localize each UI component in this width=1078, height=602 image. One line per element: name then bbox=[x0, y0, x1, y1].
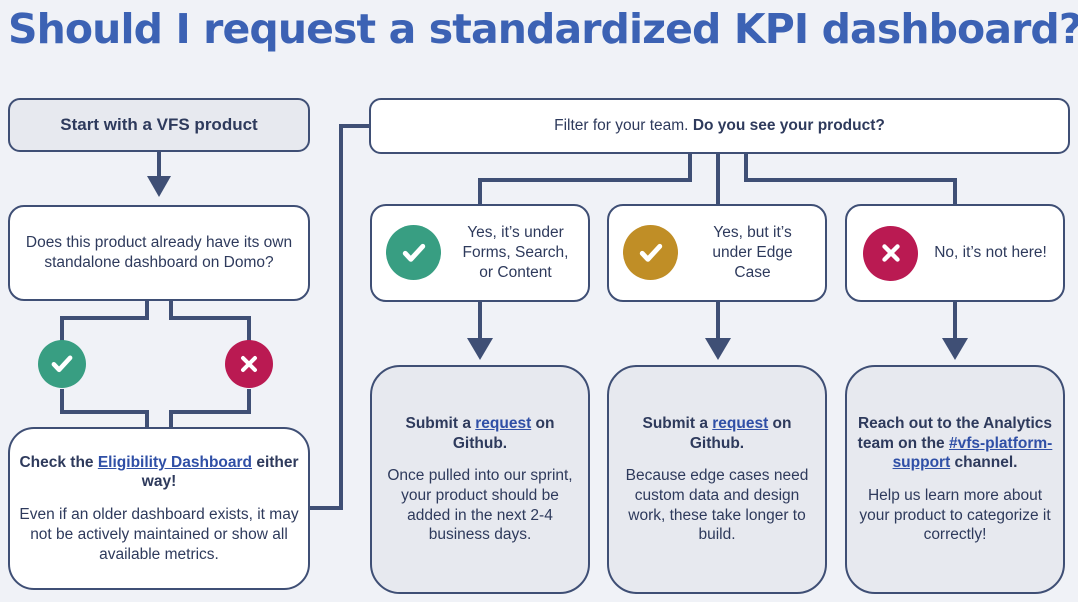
eligibility-dashboard-link[interactable]: Eligibility Dashboard bbox=[97, 453, 253, 471]
node-check-eligibility-dashboard[interactable]: Check the Eligibility Dashboard either w… bbox=[8, 427, 310, 590]
x-circle-icon bbox=[863, 225, 919, 281]
submit-edge-body: Because edge cases need custom data and … bbox=[625, 467, 809, 544]
node-submit-request-edge-case[interactable]: Submit a request on Github. Because edge… bbox=[607, 365, 827, 594]
submit-edge-heading-prefix: Submit a bbox=[642, 414, 713, 432]
node-has-standalone-dashboard[interactable]: Does this product already have its own s… bbox=[8, 205, 310, 301]
node-has-dashboard-label: Does this product already have its own s… bbox=[25, 234, 293, 271]
node-yes-under-edge-case[interactable]: Yes, but it’s under Edge Case bbox=[607, 204, 827, 302]
reach-analytics-heading: Reach out to the Analytics team on the #… bbox=[856, 414, 1054, 473]
vfs-platform-support-channel-link[interactable]: #vfs-platform-support bbox=[892, 434, 1053, 472]
node-reach-out-to-analytics[interactable]: Reach out to the Analytics team on the #… bbox=[845, 365, 1065, 594]
reach-analytics-heading-suffix: channel. bbox=[950, 454, 1018, 472]
page-title: Should I request a standardized KPI dash… bbox=[8, 5, 1078, 53]
check-circle-icon bbox=[38, 340, 86, 388]
submit-forms-heading: Submit a request on Github. bbox=[381, 414, 579, 453]
check-eligibility-heading-prefix: Check the bbox=[19, 453, 98, 471]
check-eligibility-body: Even if an older dashboard exists, it ma… bbox=[19, 506, 299, 563]
filter-team-regular: Filter for your team. bbox=[554, 117, 693, 135]
submit-forms-heading-prefix: Submit a bbox=[405, 414, 476, 432]
filter-team-question: Do you see your product? bbox=[692, 117, 885, 135]
reach-analytics-heading-prefix: Reach out to the Analytics team on the bbox=[857, 414, 1053, 452]
submit-forms-body: Once pulled into our sprint, your produc… bbox=[387, 467, 573, 544]
node-filter-for-your-team[interactable]: Filter for your team. Do you see your pr… bbox=[369, 98, 1070, 154]
check-eligibility-heading-suffix: either way! bbox=[141, 453, 299, 491]
check-circle-icon bbox=[623, 225, 678, 281]
submit-edge-heading: Submit a request on Github. bbox=[618, 414, 816, 453]
not-here-label: No, it’s not here! bbox=[934, 244, 1047, 262]
x-circle-icon bbox=[225, 340, 273, 388]
yes-forms-label: Yes, it’s under Forms, Search, or Conten… bbox=[462, 224, 569, 281]
node-start-label: Start with a VFS product bbox=[60, 115, 258, 135]
reach-analytics-body: Help us learn more about your product to… bbox=[859, 487, 1051, 544]
filter-team-text: Filter for your team. Do you see your pr… bbox=[544, 116, 895, 136]
yes-edge-label: Yes, but it’s under Edge Case bbox=[712, 224, 793, 281]
submit-forms-heading-suffix: on Github. bbox=[452, 414, 555, 452]
node-yes-under-forms-search-content[interactable]: Yes, it’s under Forms, Search, or Conten… bbox=[370, 204, 590, 302]
node-no-not-here[interactable]: No, it’s not here! bbox=[845, 204, 1065, 302]
github-request-link[interactable]: request bbox=[475, 414, 532, 432]
node-start-with-vfs-product[interactable]: Start with a VFS product bbox=[8, 98, 310, 152]
submit-edge-heading-suffix: on Github. bbox=[689, 414, 792, 452]
check-circle-icon bbox=[386, 225, 441, 281]
check-eligibility-heading: Check the Eligibility Dashboard either w… bbox=[19, 453, 299, 492]
github-request-link[interactable]: request bbox=[712, 414, 769, 432]
node-submit-request-forms[interactable]: Submit a request on Github. Once pulled … bbox=[370, 365, 590, 594]
